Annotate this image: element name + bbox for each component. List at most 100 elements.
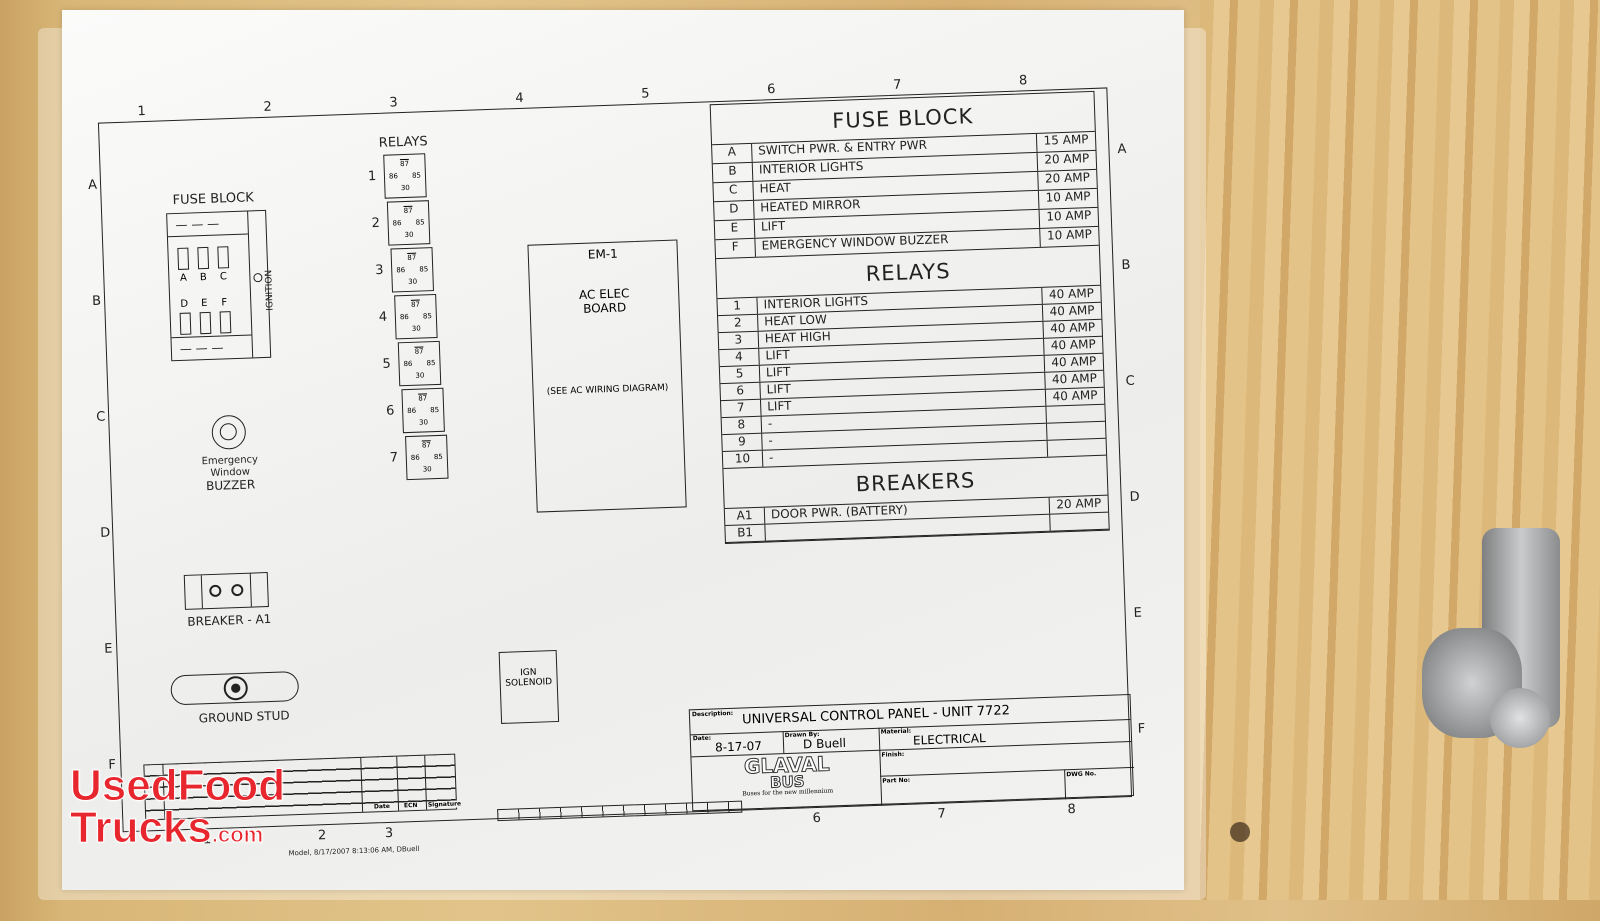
row-id: 7 xyxy=(721,399,762,418)
row-id: 5 xyxy=(719,365,761,384)
grid-row-label-right: C xyxy=(1125,373,1135,389)
relay-pins: 86 85 xyxy=(396,310,436,323)
fuse-icon xyxy=(196,246,209,270)
date: 8-17-07 xyxy=(714,738,763,755)
row-id: 9 xyxy=(722,433,763,452)
relay-pin-85: 85 xyxy=(426,359,436,368)
relay-pin-86: 86 xyxy=(388,172,399,181)
title-block: Description: UNIVERSAL CONTROL PANEL - U… xyxy=(688,693,1135,812)
relay-pin-85: 85 xyxy=(433,452,443,462)
breaker-label: BREAKER - A1 xyxy=(187,611,272,629)
fuse-slot: E xyxy=(198,295,211,335)
row-id: 10 xyxy=(722,450,764,469)
row-id: 1 xyxy=(717,297,758,316)
grid-row-label: B xyxy=(91,293,102,309)
relay-pins: 86 85 xyxy=(388,216,428,229)
row-id: B1 xyxy=(725,524,766,543)
watermark-logo: UsedFood Trucks.com xyxy=(69,761,286,852)
relay-pin-30: 30 xyxy=(404,230,414,240)
relay-pin-85: 85 xyxy=(415,218,425,227)
row-rating: 10 AMP xyxy=(1046,227,1093,243)
row-id: 2 xyxy=(718,314,759,333)
row-id: D xyxy=(714,200,755,221)
relay-number: 7 xyxy=(389,450,399,466)
fuse-letter: A xyxy=(179,272,188,284)
grid-column-label-bottom: 2 xyxy=(317,828,327,844)
fuse-slot: D xyxy=(178,296,191,335)
fuse-icon xyxy=(176,247,189,270)
row-rating xyxy=(1046,405,1105,423)
grid-column-label-bottom: 6 xyxy=(812,810,822,827)
fuse-letter: E xyxy=(200,297,208,310)
row-rating: 20 AMP xyxy=(1044,170,1091,186)
row-id: 4 xyxy=(719,348,760,367)
relay-pin-30: 30 xyxy=(422,465,432,474)
grid-row-label: C xyxy=(95,409,106,425)
row-rating: 10 AMP xyxy=(1046,208,1092,224)
em1-board: EM-1 AC ELEC BOARD (SEE AC WIRING DIAGRA… xyxy=(527,239,687,513)
grid-column-label: 4 xyxy=(515,90,524,107)
row-id: E xyxy=(714,219,756,240)
row-rating: 10 AMP xyxy=(1045,189,1091,205)
fuse-letter: C xyxy=(219,271,228,283)
relay-pin-86: 86 xyxy=(396,266,406,275)
fuse-icon xyxy=(216,246,229,269)
ground-stud-icon xyxy=(170,671,300,706)
grid-row-label: D xyxy=(99,525,111,541)
row-id: A1 xyxy=(724,507,766,526)
relay-pin-85: 85 xyxy=(430,405,440,415)
grid-row-label-right: F xyxy=(1137,721,1146,737)
row-rating: 40 AMP xyxy=(1050,336,1096,353)
row-id: 6 xyxy=(720,382,761,401)
row-rating xyxy=(1050,513,1109,531)
grid-row-label: E xyxy=(104,641,113,657)
fuse-icon xyxy=(179,312,191,335)
relay-pin-85: 85 xyxy=(419,265,429,274)
screw-hole xyxy=(1230,822,1250,842)
relay-pins: 86 85 xyxy=(399,357,439,370)
relay-number: 4 xyxy=(378,309,388,325)
relay-pin-85: 85 xyxy=(422,312,433,321)
row-rating: 20 AMP xyxy=(1044,151,1090,167)
grid-row-label-right: B xyxy=(1121,257,1131,274)
grid-column-label: 7 xyxy=(892,77,902,93)
relay-pin-86: 86 xyxy=(403,359,413,369)
footer-text: Model, 8/17/2007 8:13:06 AM, DBuell xyxy=(288,844,420,858)
glaval-logo: GLAVAL BUS Buses for the new millennium xyxy=(742,751,834,798)
grid-row-label-right: D xyxy=(1129,489,1140,505)
relay-pin-86: 86 xyxy=(399,312,409,322)
fuse-icon xyxy=(199,311,211,335)
relay-number: 3 xyxy=(374,262,384,279)
relay-pin-86: 86 xyxy=(392,219,402,228)
relay-number: 5 xyxy=(382,356,392,372)
relay-pin-30: 30 xyxy=(408,277,418,286)
grid-row-label-right: A xyxy=(1117,141,1127,158)
row-id: C xyxy=(713,181,755,202)
ignition-label: IGNITION xyxy=(264,269,276,311)
fuse-slot: B xyxy=(196,246,209,286)
row-rating: 20 AMP xyxy=(1056,495,1102,512)
relay-pin-30: 30 xyxy=(411,324,421,333)
breaker-icon xyxy=(183,572,269,610)
grid-column-label-bottom: 3 xyxy=(384,825,394,842)
row-rating xyxy=(1048,439,1107,457)
row-rating: 40 AMP xyxy=(1052,387,1098,404)
fuse-slot: F xyxy=(218,294,231,334)
relay-pin-30: 30 xyxy=(415,371,425,380)
relay-pin-86: 86 xyxy=(407,406,417,416)
em1-note: (SEE AC WIRING DIAGRAM) xyxy=(546,382,669,398)
row-id: 3 xyxy=(718,331,760,350)
diagram-paper xyxy=(62,10,1184,890)
grid-column-label: 1 xyxy=(137,103,147,120)
wood-wall xyxy=(1200,0,1600,900)
grid-row-label: A xyxy=(87,177,98,194)
relay-pins: 86 85 xyxy=(403,404,443,417)
